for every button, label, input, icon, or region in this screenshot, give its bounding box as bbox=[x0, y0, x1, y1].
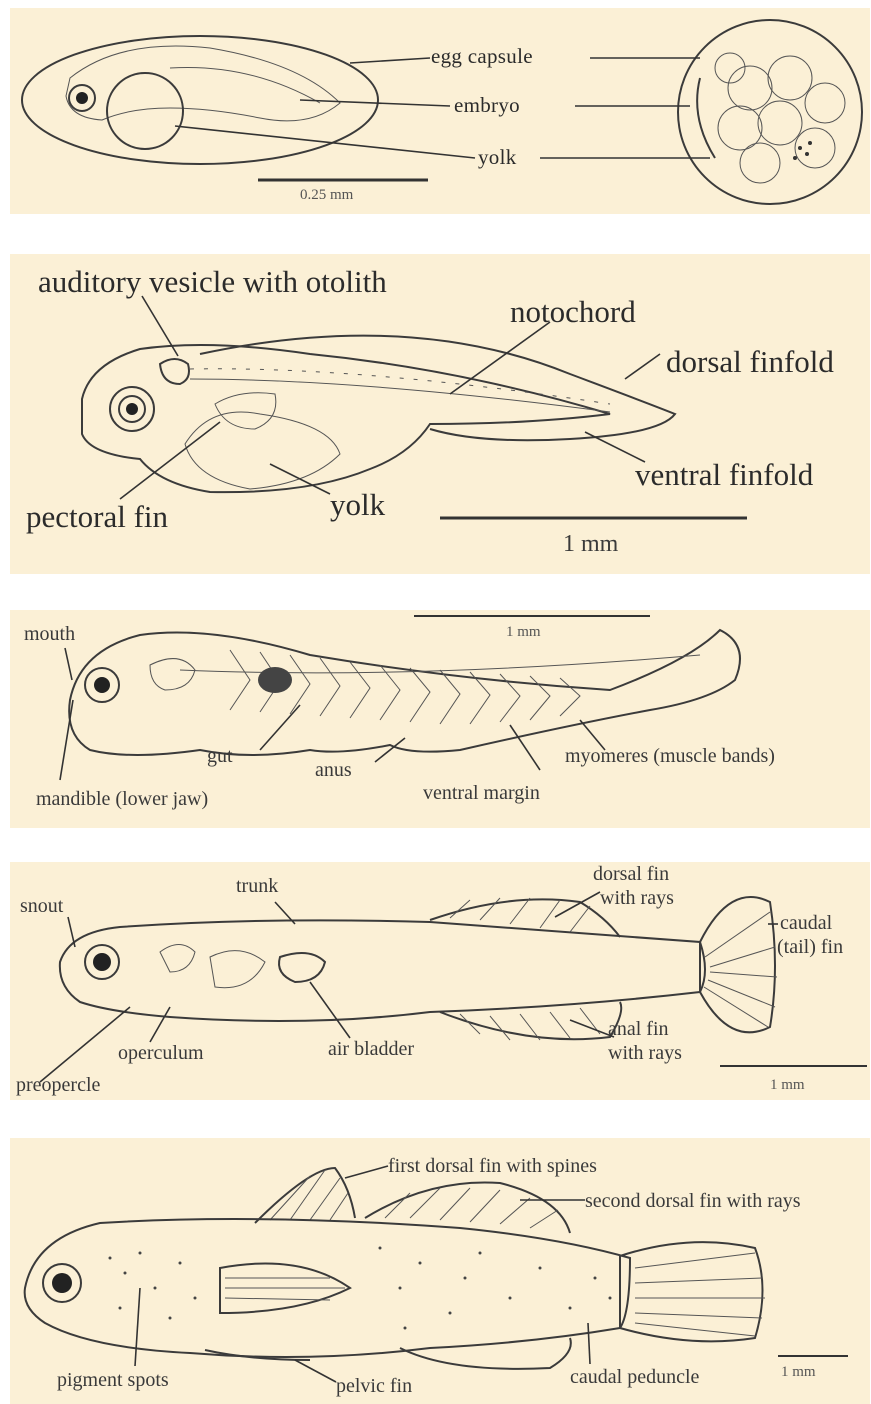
postlarva-caudal-fin bbox=[700, 897, 775, 1032]
panel-larva: mouth 1 mm gut anus myomeres (muscle ban… bbox=[10, 610, 870, 828]
juvenile-caudal-fin bbox=[620, 1242, 763, 1341]
larva-yolk bbox=[185, 412, 340, 489]
label-pelvic-fin: pelvic fin bbox=[336, 1376, 412, 1396]
label-air-bladder: air bladder bbox=[328, 1039, 414, 1059]
juvenile-anal-fin bbox=[400, 1338, 571, 1369]
label-anus: anus bbox=[315, 760, 352, 780]
label-gut: gut bbox=[207, 746, 233, 766]
panel-juvenile: first dorsal fin with spines second dors… bbox=[10, 1138, 870, 1404]
pigment-spots-pattern bbox=[109, 1247, 612, 1330]
panel-egg: egg capsule embryo yolk 0.25 mm bbox=[10, 8, 870, 214]
label-auditory-vesicle: auditory vesicle with otolith bbox=[38, 266, 387, 297]
label-embryo: embryo bbox=[454, 95, 520, 116]
first-dorsal-fin bbox=[255, 1168, 355, 1223]
label-yolk: yolk bbox=[478, 147, 517, 168]
label-pigment-spots: pigment spots bbox=[57, 1370, 169, 1390]
label-scale-2: 1 mm bbox=[563, 532, 618, 556]
round-egg-outline bbox=[678, 20, 862, 204]
larva-pectoral-fin bbox=[215, 393, 276, 429]
label-preopercle: preopercle bbox=[16, 1075, 100, 1095]
label-egg-capsule: egg capsule bbox=[431, 46, 533, 67]
label-dorsal-fin-2: with rays bbox=[600, 888, 674, 908]
round-egg-yolk-cells bbox=[715, 53, 845, 183]
label-ventral-finfold: ventral finfold bbox=[635, 459, 813, 490]
label-mouth: mouth bbox=[24, 624, 75, 644]
label-anal-fin-2: with rays bbox=[608, 1043, 682, 1063]
label-operculum: operculum bbox=[118, 1043, 204, 1063]
label-caudal-fin-2: (tail) fin bbox=[777, 937, 843, 957]
egg-drawing bbox=[10, 8, 870, 214]
label-yolk-2: yolk bbox=[330, 489, 385, 520]
postlarva-air-bladder bbox=[279, 953, 325, 982]
label-notochord: notochord bbox=[510, 296, 636, 327]
panel-postlarva: snout trunk dorsal fin with rays caudal … bbox=[10, 862, 870, 1100]
label-caudal-peduncle: caudal peduncle bbox=[570, 1367, 699, 1387]
label-first-dorsal-fin: first dorsal fin with spines bbox=[388, 1156, 597, 1176]
label-myomeres: myomeres (muscle bands) bbox=[565, 746, 775, 766]
label-scale-4: 1 mm bbox=[770, 1078, 805, 1093]
postlarva-body bbox=[60, 920, 705, 1021]
label-scale-5: 1 mm bbox=[781, 1365, 816, 1380]
juvenile-drawing bbox=[10, 1138, 870, 1404]
label-anal-fin-1: anal fin bbox=[608, 1019, 669, 1039]
label-scale-1: 0.25 mm bbox=[300, 188, 353, 203]
panel-yolk-sac-larva: auditory vesicle with otolith notochord … bbox=[10, 254, 870, 574]
label-caudal-fin-1: caudal bbox=[780, 913, 832, 933]
label-pectoral-fin: pectoral fin bbox=[26, 501, 168, 532]
larva-2-body bbox=[69, 630, 740, 755]
label-snout: snout bbox=[20, 896, 63, 916]
embryo-yolk bbox=[107, 73, 183, 149]
label-ventral-margin: ventral margin bbox=[423, 783, 540, 803]
label-dorsal-finfold: dorsal finfold bbox=[666, 346, 834, 377]
label-trunk: trunk bbox=[236, 876, 278, 896]
postlarva-drawing bbox=[10, 862, 870, 1100]
label-scale-3: 1 mm bbox=[506, 625, 541, 640]
label-dorsal-fin-1: dorsal fin bbox=[593, 864, 669, 884]
larva-2-gut-dark bbox=[258, 667, 292, 693]
auditory-vesicle bbox=[160, 359, 189, 384]
label-mandible: mandible (lower jaw) bbox=[36, 789, 208, 809]
egg-capsule-outline bbox=[22, 36, 378, 164]
label-second-dorsal-fin: second dorsal fin with rays bbox=[585, 1191, 801, 1211]
